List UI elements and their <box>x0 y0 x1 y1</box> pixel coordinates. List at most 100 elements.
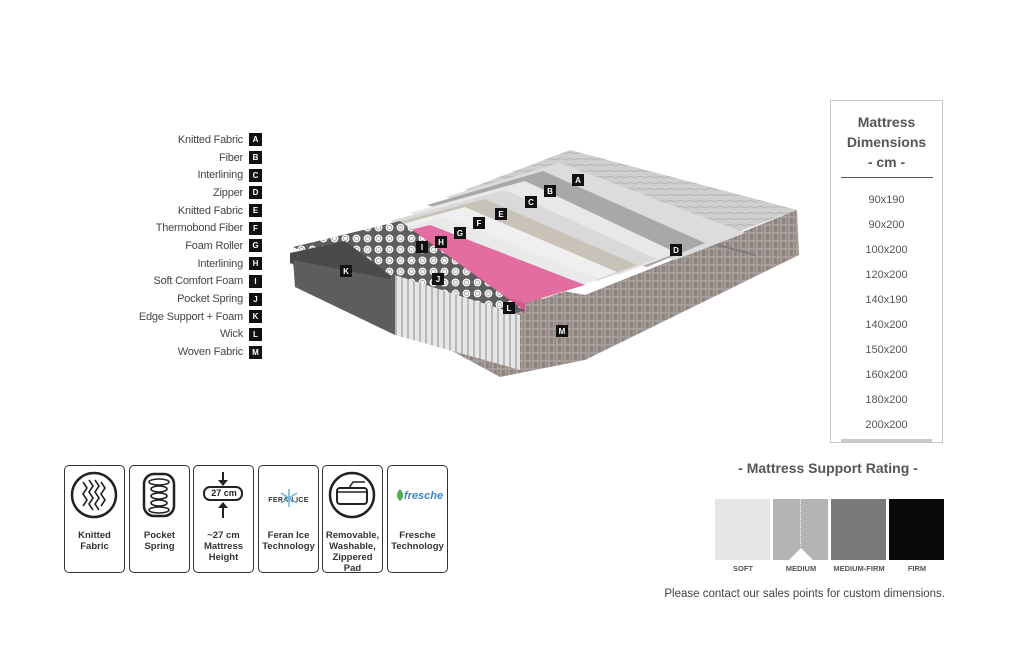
layer-marker-g: G <box>454 227 466 239</box>
dimensions-title-line: Mattress <box>857 114 916 130</box>
rating-label-medium-firm: MEDIUM-FIRM <box>833 564 885 573</box>
layer-marker-a: A <box>572 174 584 186</box>
feature-label: Fresche Technology <box>391 530 444 552</box>
legend-letter: D <box>249 186 262 200</box>
legend-label: Interlining <box>197 257 244 270</box>
dimension-size: 180x200 <box>865 394 908 406</box>
dimension-size: 140x200 <box>865 319 908 331</box>
legend-letter: K <box>249 310 262 324</box>
legend-letter: I <box>249 274 262 288</box>
knitted-fabric-icon <box>70 471 118 519</box>
feature-card-feran-ice: FERAN ICE Feran Ice Technology <box>258 465 319 573</box>
layer-marker-h: H <box>435 236 447 248</box>
layer-marker-e: E <box>495 208 507 220</box>
legend-row: Wick L <box>120 326 262 344</box>
legend-label: Wick <box>219 328 243 341</box>
legend-label: Knitted Fabric <box>177 204 243 217</box>
legend-row: Knitted Fabric A <box>120 131 262 149</box>
dimensions-list: 90x190 90x200 100x200 120x200 140x190 14… <box>831 188 942 438</box>
fresche-logo: fresche <box>404 490 444 502</box>
rating-label-firm: FIRM <box>907 564 927 573</box>
rating-swatch-medium-firm <box>831 499 886 560</box>
dimension-size: 120x200 <box>865 269 908 281</box>
pocket-spring-icon <box>142 472 176 518</box>
feature-label: Feran Ice Technology <box>262 530 315 552</box>
legend-label: Thermobond Fiber <box>155 222 243 235</box>
legend-label: Interlining <box>197 169 244 182</box>
layer-marker-b: B <box>544 185 556 197</box>
dimensions-title: Mattress Dimensions - cm - <box>831 112 942 172</box>
dimension-size: 140x190 <box>865 294 908 306</box>
legend-label: Edge Support + Foam <box>138 310 243 323</box>
legend-label: Woven Fabric <box>177 346 243 359</box>
legend-letter: M <box>249 345 262 359</box>
legend-label: Soft Comfort Foam <box>153 275 243 288</box>
dimension-size: 150x200 <box>865 344 908 356</box>
rating-swatch-medium <box>773 499 828 560</box>
legend-row: Edge Support + Foam K <box>120 308 262 326</box>
legend-row: Fiber B <box>120 149 262 167</box>
dimension-size: 160x200 <box>865 369 908 381</box>
rating-swatch-firm <box>889 499 944 560</box>
legend-letter: A <box>249 133 262 147</box>
dimension-size: 200x200 <box>865 419 908 431</box>
mattress-height-icon <box>203 472 243 518</box>
legend-letter: G <box>249 239 262 253</box>
feature-card-mattress-height: 27 cm ~27 cm Mattress Height <box>193 465 254 573</box>
rating-label-soft: SOFT <box>733 564 753 573</box>
feature-card-fresche: fresche Fresche Technology <box>387 465 448 573</box>
dimensions-panel: Mattress Dimensions - cm - 90x190 90x200… <box>830 100 943 443</box>
layer-marker-f: F <box>473 217 485 229</box>
fresche-icon <box>397 489 403 501</box>
legend-row: Foam Roller G <box>120 237 262 255</box>
feature-label: Pocket Spring <box>143 530 176 552</box>
layer-marker-i: I <box>416 241 428 253</box>
selected-indicator-arrow <box>789 548 813 560</box>
layer-marker-l: L <box>503 302 515 314</box>
selected-indicator-line <box>800 499 801 546</box>
legend-label: Zipper <box>213 186 243 199</box>
legend-label: Foam Roller <box>185 239 243 252</box>
layer-marker-d: D <box>670 244 682 256</box>
feran-ice-icon <box>280 489 298 507</box>
legend-label: Fiber <box>218 151 243 164</box>
feature-label: ~27 cm Mattress Height <box>203 530 244 563</box>
feature-card-pocket-spring: Pocket Spring <box>129 465 190 573</box>
height-badge: 27 cm <box>211 488 237 498</box>
layer-legend: Knitted Fabric A Fiber B Interlining C Zipp… <box>120 131 262 361</box>
layer-marker-m: M <box>556 325 568 337</box>
custom-dimensions-note: Please contact our sales points for cust… <box>664 588 945 600</box>
feature-card-knitted-fabric: Knitted Fabric <box>64 465 125 573</box>
dimensions-title-line: Dimensions <box>846 134 927 150</box>
legend-row: Woven Fabric M <box>120 343 262 361</box>
legend-letter: L <box>249 327 262 341</box>
dimension-size: 100x200 <box>865 244 908 256</box>
dimension-size: 90x190 <box>868 194 905 206</box>
feature-label: Knitted Fabric <box>78 530 111 552</box>
mattress-drawing <box>290 150 799 377</box>
layer-marker-k: K <box>340 265 352 277</box>
legend-row: Thermobond Fiber F <box>120 219 262 237</box>
dimension-size: 90x200 <box>868 219 905 231</box>
dimensions-divider <box>840 177 933 178</box>
legend-letter: J <box>249 292 262 306</box>
legend-letter: C <box>249 168 262 182</box>
dimensions-bottom-bar <box>841 439 932 443</box>
layer-marker-c: C <box>525 196 537 208</box>
legend-letter: F <box>249 221 262 235</box>
legend-label: Knitted Fabric <box>177 133 243 146</box>
legend-row: Zipper D <box>120 184 262 202</box>
legend-row: Interlining H <box>120 255 262 273</box>
zippered-pad-icon <box>328 471 376 519</box>
legend-row: Interlining C <box>120 166 262 184</box>
legend-letter: H <box>249 257 262 271</box>
dimensions-unit: - cm - <box>867 154 906 170</box>
legend-row: Soft Comfort Foam I <box>120 273 262 291</box>
legend-letter: E <box>249 204 262 218</box>
legend-row: Knitted Fabric E <box>120 202 262 220</box>
support-rating-title: - Mattress Support Rating - <box>738 460 918 476</box>
legend-letter: B <box>249 151 262 165</box>
rating-label-medium: MEDIUM <box>785 564 817 573</box>
feature-label: Removable, Washable, Zippered Pad <box>325 530 380 574</box>
